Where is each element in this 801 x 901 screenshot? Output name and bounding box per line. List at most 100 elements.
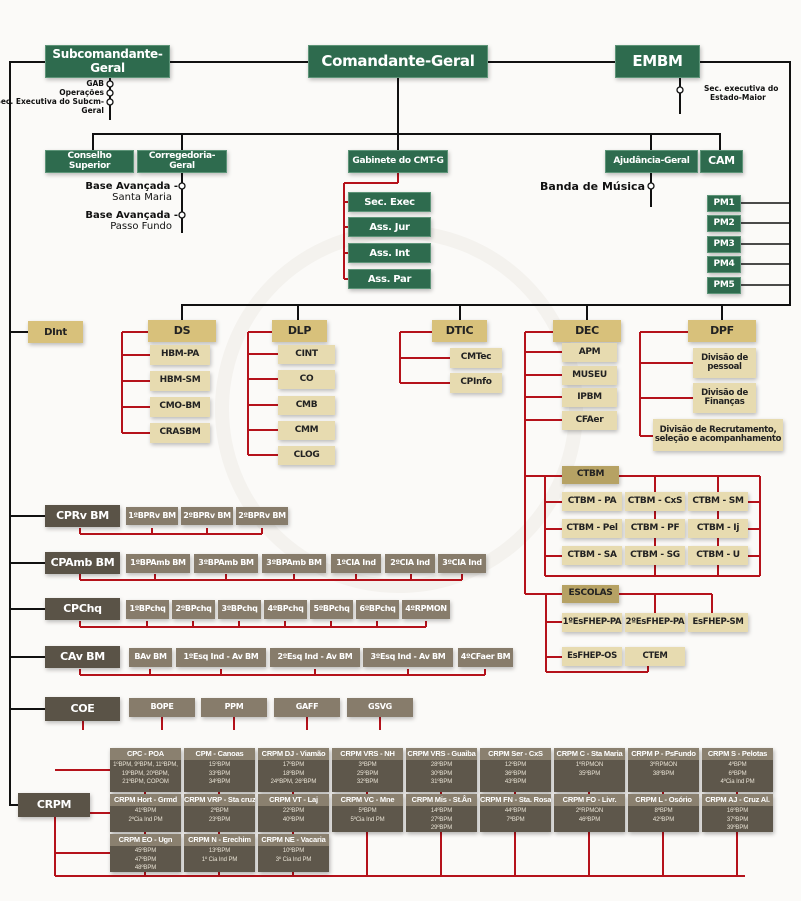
box-ctbm-sa[interactable]: CTBM - SA xyxy=(562,546,622,565)
box-5-bpchq[interactable]: 5ºBPchq xyxy=(310,600,353,619)
dtic-box[interactable]: DTIC xyxy=(432,320,487,342)
box-co[interactable]: CO xyxy=(278,370,335,389)
comandante-geral-box[interactable]: Comandante-Geral xyxy=(308,45,488,78)
box-ctbm-ij[interactable]: CTBM - Ij xyxy=(688,519,748,538)
dint-box[interactable]: DInt xyxy=(28,321,83,343)
box-esfhep-os[interactable]: EsFHEP-OS xyxy=(562,647,622,666)
box-gaff[interactable]: GAFF xyxy=(274,698,340,717)
box-divisao-de-pessoal[interactable]: Divisão de pessoal xyxy=(693,348,756,378)
box-1-cia-ind[interactable]: 1ºCIA Ind xyxy=(331,554,381,573)
box-cmo-bm[interactable]: CMO-BM xyxy=(150,397,210,417)
embm-box[interactable]: EMBM xyxy=(615,45,700,78)
box-hbm-sm[interactable]: HBM-SM xyxy=(150,371,210,391)
cprv-bm-box[interactable]: CPRv BM xyxy=(45,505,120,527)
box-2-bprv-bm[interactable]: 2ºBPRv BM xyxy=(236,507,288,525)
box-2-esq-ind-av-bm[interactable]: 2ºEsq Ind - Av BM xyxy=(270,648,360,667)
box-pm1[interactable]: PM1 xyxy=(707,195,741,212)
corregedoria-geral-box[interactable]: Corregedoria-Geral xyxy=(137,150,227,173)
box-1-bprv-bm[interactable]: 1ºBPRv BM xyxy=(126,507,178,525)
box-pm3[interactable]: PM3 xyxy=(707,236,741,253)
box-cfaer[interactable]: CFAer xyxy=(562,411,617,430)
box-cmb[interactable]: CMB xyxy=(278,396,335,415)
box-1-esq-ind-av-bm[interactable]: 1ºEsq Ind - Av BM xyxy=(176,648,266,667)
box-hbm-pa[interactable]: HBM-PA xyxy=(150,345,210,365)
box-clog[interactable]: CLOG xyxy=(278,446,335,465)
box-ipbm[interactable]: IPBM xyxy=(562,388,617,407)
box-3-bpchq[interactable]: 3ºBPchq xyxy=(218,600,261,619)
dlp-box[interactable]: DLP xyxy=(272,320,327,342)
box-2-bpchq[interactable]: 2ºBPchq xyxy=(172,600,215,619)
box-ctem[interactable]: CTEM xyxy=(625,647,685,666)
box-4-cfaer-bm[interactable]: 4ºCFaer BM xyxy=(458,648,513,667)
box-crasbm[interactable]: CRASBM xyxy=(150,423,210,443)
box-pm4[interactable]: PM4 xyxy=(707,256,741,273)
box-pm5[interactable]: PM5 xyxy=(707,277,741,294)
box-cmm[interactable]: CMM xyxy=(278,421,335,440)
cam-box[interactable]: CAM xyxy=(700,150,743,173)
gabinete-cmt-g-box[interactable]: Gabinete do CMT-G xyxy=(348,150,448,173)
box-sec-exec[interactable]: Sec. Exec xyxy=(348,192,431,212)
box-ass-jur[interactable]: Ass. Jur xyxy=(348,217,431,237)
box-3-cia-ind[interactable]: 3ºCIA Ind xyxy=(438,554,486,573)
box-ctbm-sm[interactable]: CTBM - SM xyxy=(688,492,748,511)
box-2-bprv-bm[interactable]: 2ºBPRv BM xyxy=(181,507,233,525)
box-ass-int[interactable]: Ass. Int xyxy=(348,243,431,263)
box-ppm[interactable]: PPM xyxy=(201,698,267,717)
box-4-bpchq[interactable]: 4ºBPchq xyxy=(264,600,307,619)
box-2-esfhep-pa[interactable]: 2ºEsFHEP-PA xyxy=(625,613,685,632)
box-apm[interactable]: APM xyxy=(562,343,617,362)
conselho-superior-box[interactable]: Conselho Superior xyxy=(45,150,134,173)
box-bav-bm[interactable]: BAv BM xyxy=(129,648,172,667)
crpm-unit-crpm-fo-livr[interactable]: CRPM FO - Livr.2ºRPMON 46ºBPM xyxy=(554,794,625,832)
box-ctbm-pa[interactable]: CTBM - PA xyxy=(562,492,622,511)
box-2-cia-ind[interactable]: 2ºCIA Ind xyxy=(385,554,435,573)
box-1-bpamb-bm[interactable]: 1ºBPAmb BM xyxy=(126,554,190,573)
box-gsvg[interactable]: GSVG xyxy=(347,698,413,717)
subcomandante-geral-box[interactable]: Subcomandante-Geral xyxy=(45,45,170,78)
coe-box[interactable]: COE xyxy=(45,697,120,721)
box-3-bpamb-bm[interactable]: 3ºBPAmb BM xyxy=(262,554,326,573)
box-cpinfo[interactable]: CPInfo xyxy=(450,373,502,393)
ajudancia-geral-box[interactable]: Ajudância-Geral xyxy=(605,150,698,173)
box-1-esfhep-pa[interactable]: 1ºEsFHEP-PA xyxy=(562,613,622,632)
dec-box[interactable]: DEC xyxy=(553,320,621,342)
box-bope[interactable]: BOPE xyxy=(129,698,195,717)
crpm-box[interactable]: CRPM xyxy=(18,793,90,817)
box-ass-par[interactable]: Ass. Par xyxy=(348,269,431,289)
box-1-bpchq[interactable]: 1ºBPchq xyxy=(126,600,169,619)
box-3-esq-ind-av-bm[interactable]: 3ºEsq Ind - Av BM xyxy=(363,648,453,667)
dpf-box[interactable]: DPF xyxy=(688,320,756,342)
box-esfhep-sm[interactable]: EsFHEP-SM xyxy=(688,613,748,632)
cpamb-bm-box[interactable]: CPAmb BM xyxy=(45,552,120,574)
ds-box[interactable]: DS xyxy=(148,320,216,342)
box-ctbm-pel[interactable]: CTBM - Pel xyxy=(562,519,622,538)
box-divisao-de-recrutamento-selecao-e-acompanhamento[interactable]: Divisão de Recrutamento, seleção e acomp… xyxy=(653,419,783,451)
cpchq-box[interactable]: CPChq xyxy=(45,598,120,620)
box-ctbm-pf[interactable]: CTBM - PF xyxy=(625,519,685,538)
box-ctbm-sg[interactable]: CTBM - SG xyxy=(625,546,685,565)
box-ctbm-u[interactable]: CTBM - U xyxy=(688,546,748,565)
box-pm2[interactable]: PM2 xyxy=(707,215,741,232)
escolas-box[interactable]: ESCOLAS xyxy=(562,585,619,603)
box-cint[interactable]: CINT xyxy=(278,345,335,364)
cav-bm-box[interactable]: CAv BM xyxy=(45,646,120,668)
crpm-unit-crpm-vrp-sta-cruz-ds[interactable]: CRPM VRP - Sta cruz ds2ºBPM 23ºBPM xyxy=(184,794,255,832)
box-6-bpchq[interactable]: 6ºBPchq xyxy=(356,600,399,619)
